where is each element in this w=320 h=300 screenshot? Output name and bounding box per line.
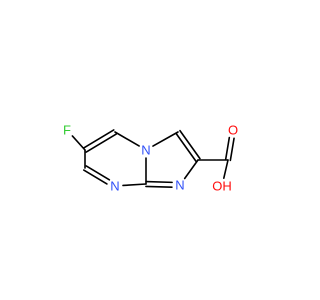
bond-c7-n8-line-1	[82, 169, 108, 185]
bond-c3-c2-line-1	[175, 132, 197, 163]
atom-label-o1: O	[228, 123, 238, 138]
bond-n1-c8a-line-2	[145, 185, 173, 188]
bond-c7-n8-line-2	[85, 165, 111, 181]
atom-label-n4: N	[141, 143, 150, 158]
bond-n4-c3	[152, 131, 179, 147]
atom-label-f: F	[63, 123, 71, 138]
bond-c2-n1	[183, 159, 199, 180]
bond-n1-c8a-line-1	[145, 180, 173, 184]
molecule-structure: F N N N O OH	[63, 123, 238, 194]
bond-f-c6	[71, 135, 86, 151]
bond-cc-o1-line-1	[229, 137, 235, 162]
bond-c5-n4	[114, 131, 140, 147]
bond-n8-c8a	[122, 183, 147, 187]
bonds-layer	[71, 129, 235, 188]
atom-label-n8: N	[110, 179, 119, 194]
bond-cc-o1-line-2	[224, 136, 231, 161]
atom-label-n1: N	[175, 178, 184, 193]
bond-c6-c5-line-1	[85, 133, 118, 153]
bond-c3-c2-line-2	[179, 129, 201, 160]
atom-label-o2: OH	[212, 179, 232, 194]
bond-c6-c5-line-2	[82, 129, 115, 149]
atoms-layer: F N N N O OH	[63, 123, 238, 194]
bond-cc-o2	[222, 159, 229, 180]
